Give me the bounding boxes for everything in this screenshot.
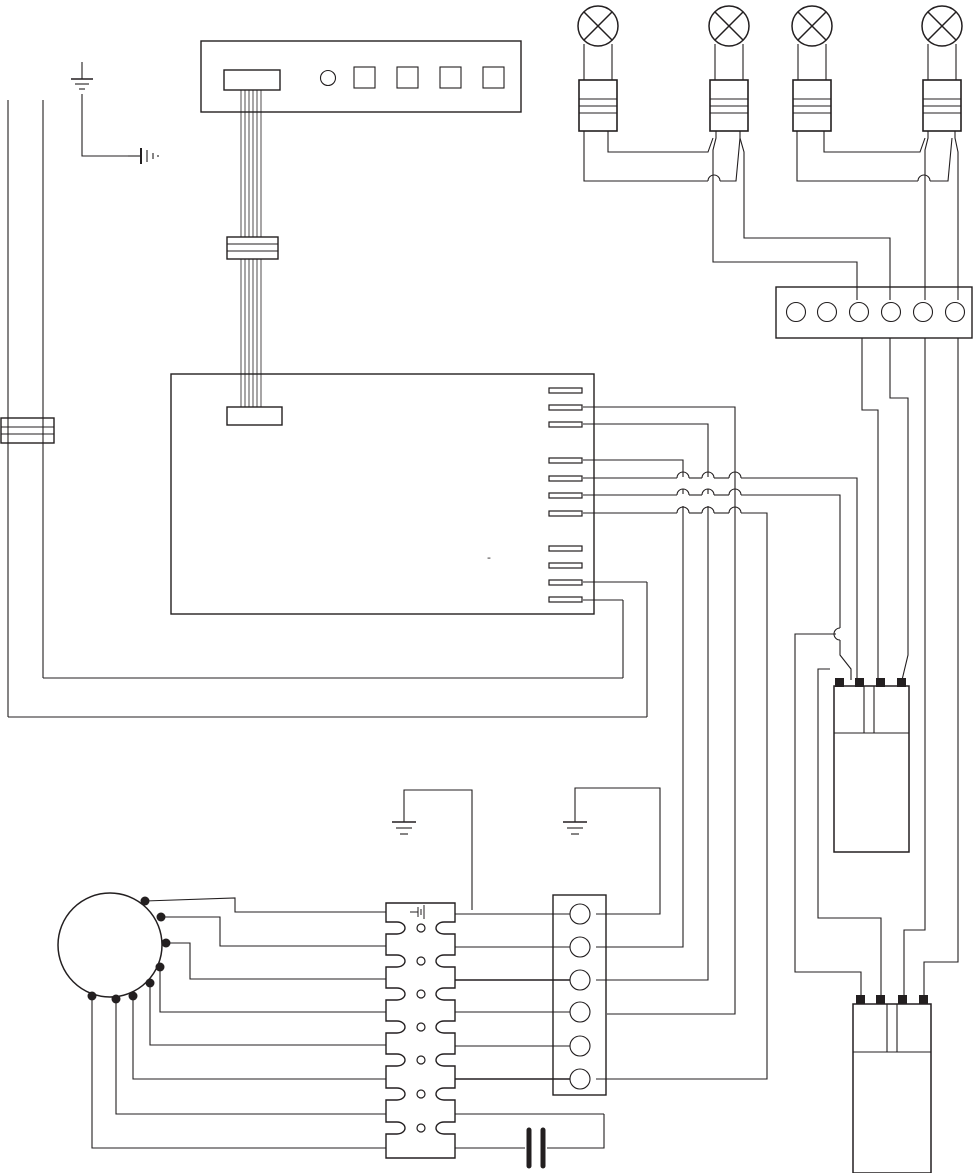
earth-ground-icon [392, 790, 472, 910]
panel-button-1 [354, 67, 375, 88]
block-wires [795, 338, 958, 997]
capacitor-icon [529, 1130, 543, 1166]
motor-terminal-strip [386, 903, 455, 1158]
switch-unit-2 [853, 995, 931, 1173]
motor-wires [92, 898, 386, 1148]
ribbon-cable [227, 90, 278, 407]
strip-ground-icon [410, 905, 424, 919]
earth-ground-icon [71, 62, 158, 164]
switch-unit-2-terminals [856, 995, 928, 1004]
ribbon-connector [227, 237, 278, 259]
main-control-board: - [171, 374, 594, 614]
panel-led-icon [321, 71, 336, 86]
lamps [578, 6, 962, 131]
lamp-1-icon [578, 6, 618, 131]
board-mark: - [487, 551, 491, 564]
board-terminals [549, 388, 582, 602]
motor-taps [88, 897, 171, 1004]
cord-connector [1, 418, 54, 443]
motor [58, 893, 171, 1004]
lamp-4-icon [922, 6, 962, 131]
panel-button-4 [483, 67, 504, 88]
board-ribbon-socket [227, 407, 282, 425]
switch-unit-1 [834, 678, 909, 852]
mains-cord [1, 100, 647, 717]
lamp-2-icon [709, 6, 749, 131]
panel-button-2 [397, 67, 418, 88]
six-way-terminal-block [776, 287, 972, 338]
lamp-wiring [584, 131, 958, 300]
vertical-terminal-block [553, 895, 606, 1095]
panel-button-3 [440, 67, 461, 88]
strip-screws [417, 924, 425, 1132]
panel-connector [224, 70, 280, 90]
lamp-3-icon [792, 6, 832, 131]
strip-block-wires [455, 914, 604, 1148]
board-wires [583, 407, 857, 1079]
